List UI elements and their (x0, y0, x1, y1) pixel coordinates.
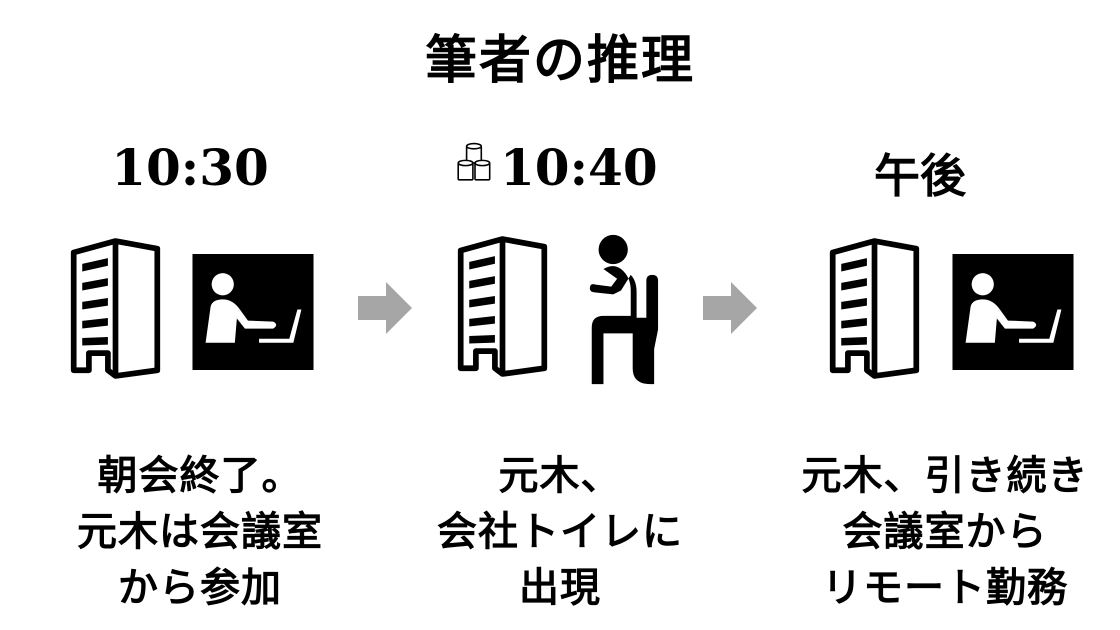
step-2-time: 10:40 (500, 138, 658, 197)
step-2-caption: 元木、 会社トイレに 出現 (420, 448, 700, 616)
caption-line: から参加 (118, 565, 282, 611)
caption-line: 朝会終了。 (97, 453, 303, 499)
remote-work-laptop-icon (192, 254, 314, 370)
caption-line: 会議室から (842, 509, 1048, 555)
arrow-right-icon (703, 282, 757, 334)
remote-work-laptop-icon (952, 254, 1074, 370)
caption-line: 元木は会議室 (77, 509, 323, 555)
diagram-title: 筆者の推理 (424, 31, 695, 91)
person-on-toilet-icon (582, 230, 660, 390)
caption-line: 元木、 (498, 453, 622, 499)
step-3-caption: 元木、引き続き 会議室から リモート勤務 (780, 448, 1110, 616)
office-building-icon (827, 236, 922, 381)
caption-line: 会社トイレに (437, 509, 683, 555)
arrow-right-icon (358, 282, 412, 334)
caption-line: 元木、引き続き (801, 453, 1089, 499)
toilet-paper-rolls-icon (454, 140, 496, 186)
caption-line: リモート勤務 (822, 565, 1068, 611)
step-1-time: 10:30 (111, 138, 269, 197)
step-3-time: 午後 (874, 149, 966, 203)
step-1-caption: 朝会終了。 元木は会議室 から参加 (40, 448, 360, 616)
office-building-icon (455, 234, 550, 379)
office-building-icon (68, 236, 163, 381)
caption-line: 出現 (519, 565, 601, 611)
